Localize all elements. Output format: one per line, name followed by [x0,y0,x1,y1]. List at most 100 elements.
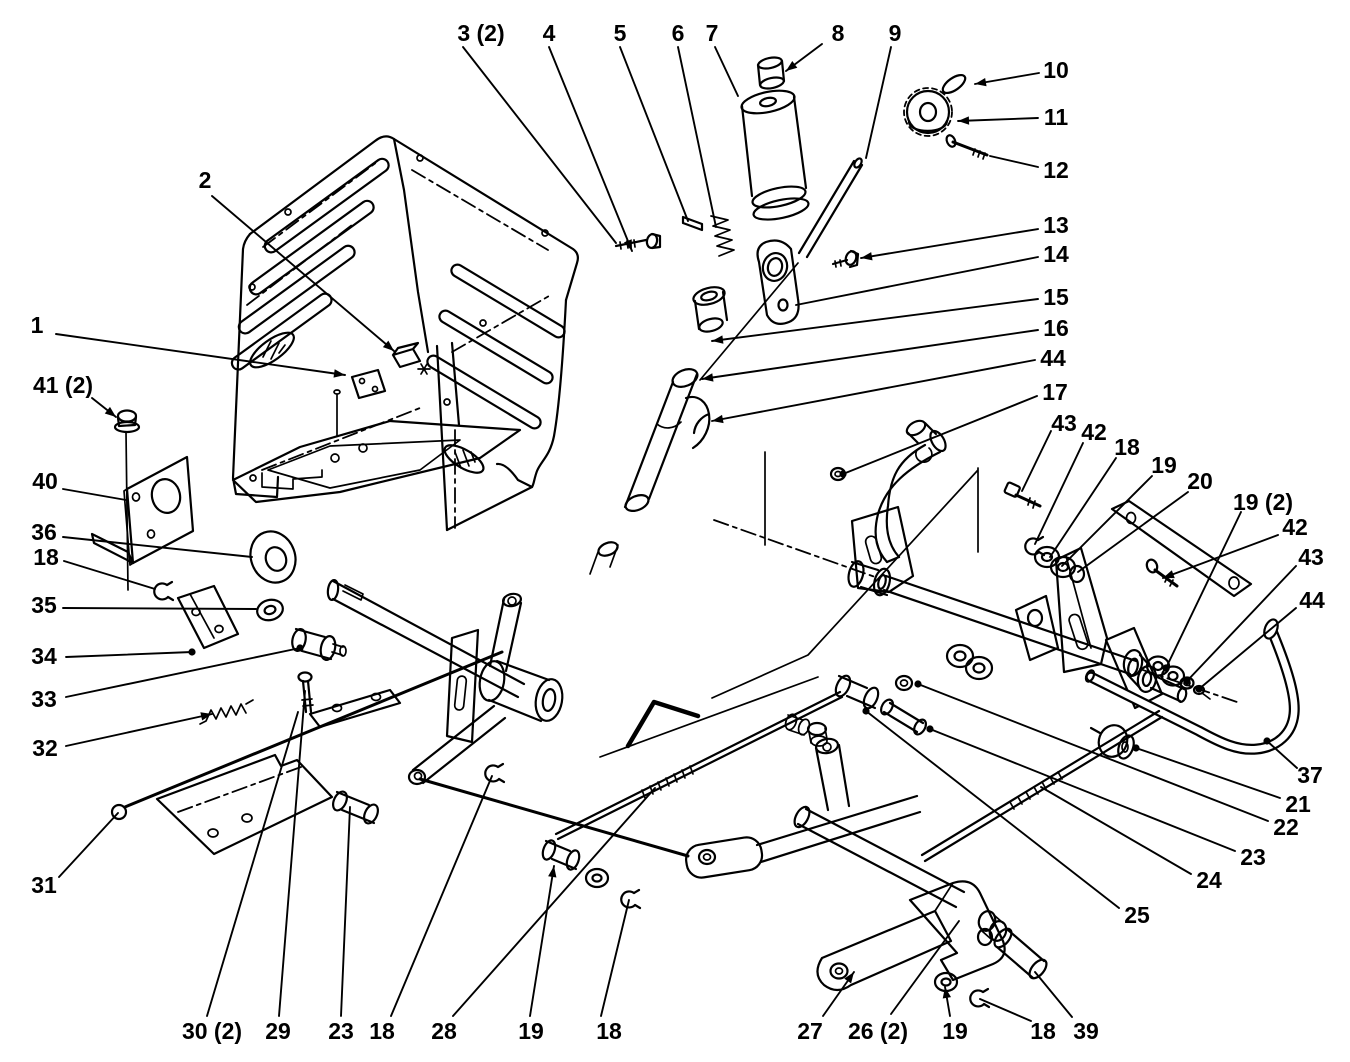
washer-hole [953,650,967,662]
e-ring [1024,535,1046,557]
hidden-line [451,295,550,353]
callout-8-5: 8 [785,20,845,72]
leader-line [62,536,253,558]
arm-end [407,768,427,786]
callout-15-12: 15 [711,284,1069,344]
leader-line [1061,475,1153,567]
leader-dot [914,680,922,688]
shaft-keyway [342,584,364,601]
leader-arrowhead [712,335,724,344]
flange-bolt-head [116,409,138,423]
shift-rod-trunnion [699,157,864,381]
part-label: 34 [31,643,57,669]
screw-hole [248,283,256,291]
bolt43-threads [1027,497,1036,509]
callout-19-19: 19 [1061,452,1177,567]
leader-dot [839,470,847,478]
part-label: 27 [797,1018,823,1044]
spacer19-right [565,849,581,871]
screw12-head [945,134,957,148]
leader-line [1034,971,1073,1018]
knob-bolt-stub [1089,726,1102,735]
bracket27-hole [829,962,849,980]
flange-bushing-side [693,290,729,331]
part-label: 19 (2) [1233,489,1293,515]
part-label: 19 [942,1018,968,1044]
pivot-tube-end [793,805,811,829]
flange-bushing-bottom [698,317,724,333]
grip-side [740,95,808,198]
latch-hole [371,385,379,393]
louver-slot [438,309,554,385]
stub-shaft [1149,674,1186,703]
shaft-end [326,578,340,602]
callout-6-3: 6 [672,20,717,228]
leader-dot [1195,685,1203,693]
leader-line [989,155,1039,168]
callout-18-39: 18 [369,775,493,1044]
leader-line [548,46,633,252]
console-shroud [230,135,579,532]
flange-bolt-shank [125,431,129,591]
hub-bore [541,688,557,712]
part-label: 26 (2) [848,1018,908,1044]
callout-39-31: 39 [1034,971,1099,1044]
callout-262-34: 26 (2) [848,920,960,1044]
callout-43-23: 43 [1183,544,1324,685]
leader-arrowhead [548,866,557,878]
washer-hole [1152,660,1164,672]
console-top-edges [248,135,579,302]
pedal-arm [755,794,922,864]
leader-line [55,333,346,376]
hanging-pin-head [333,389,341,395]
nut22 [894,674,914,692]
grommet-outer [249,530,297,584]
knob-body [905,89,951,135]
callout-4-1: 4 [543,20,633,252]
lever-arm-top [502,592,522,608]
leader-line [711,298,1039,342]
lever-arm-down [411,704,507,785]
bar30-hole [331,703,343,713]
callout-22-27: 22 [914,680,1299,840]
adjust-knob-assembly [903,73,989,160]
callout-14-11: 14 [795,241,1069,306]
spring32 [199,699,254,725]
washer [1160,665,1186,687]
bracket-join [934,882,954,912]
trunnion-bore [761,252,789,282]
bracket40-hole [146,529,156,539]
right-bushing-bore [1141,670,1153,688]
screw-hole [541,229,549,237]
callout-32-52: 32 [32,712,213,761]
bracket40-face [125,455,195,565]
arm-end-hole [413,771,423,781]
lever-hub-right [872,567,892,597]
leader-line [65,713,213,747]
callout-32-0: 3 (2) [457,20,617,244]
grip-hole [759,96,777,108]
leader-line [842,395,1038,475]
mid-bracket [1014,594,1060,662]
part-label: 13 [1043,212,1069,238]
callout-192-21: 19 (2) [1162,489,1293,672]
part-label: 1 [31,312,44,338]
part-label: 7 [706,20,719,46]
bolt13-threads [834,259,842,268]
part-label: 10 [1043,57,1069,83]
pin23-end [913,718,927,736]
part-label: 43 [1051,410,1077,436]
leader-arrowhead [1163,570,1175,579]
screw-hole [284,208,292,216]
callout-20-20: 20 [1077,468,1213,573]
bolt-head-cap [650,232,662,250]
callout-34-50: 34 [31,643,196,669]
callout-19-33: 19 [942,986,968,1044]
washer [584,867,610,889]
part-label: 2 [199,167,212,193]
callout-36-47: 36 [31,519,253,558]
pivot-flange [929,429,947,453]
bushing33-tip [339,645,347,657]
